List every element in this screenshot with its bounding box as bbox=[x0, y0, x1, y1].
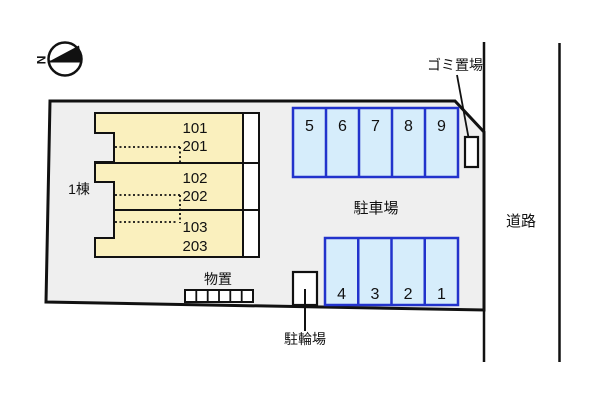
bicycle-parking-label: 駐輪場 bbox=[284, 331, 326, 347]
room-label-202: 202 bbox=[182, 188, 207, 205]
parking-space-4: 4 bbox=[337, 286, 346, 303]
north-arrow: N bbox=[34, 41, 83, 77]
storage-area: 物置 bbox=[184, 271, 254, 303]
room-label-103: 103 bbox=[182, 219, 207, 236]
parking-space-1: 1 bbox=[437, 286, 446, 303]
parking-space-9: 9 bbox=[437, 118, 446, 135]
bicycle-parking-area: 駐輪場 bbox=[284, 270, 326, 347]
garbage-area: ゴミ置場 bbox=[427, 57, 483, 169]
building-name-label: 1棟 bbox=[68, 181, 90, 197]
parking-space-6: 6 bbox=[338, 118, 347, 135]
unit-dotted-lines bbox=[115, 146, 181, 223]
parking-space-2: 2 bbox=[404, 286, 413, 303]
room-label-203: 203 bbox=[182, 238, 207, 255]
building-outline bbox=[94, 112, 244, 258]
room-label-102: 102 bbox=[182, 170, 207, 187]
storage-label: 物置 bbox=[204, 271, 232, 287]
parking-row-top: 5 6 7 8 9 bbox=[291, 106, 460, 179]
parking-lot-label: 駐車場 bbox=[353, 200, 398, 217]
parking-row-bottom: 4 3 2 1 bbox=[323, 236, 460, 307]
garbage-area-box bbox=[463, 135, 480, 169]
building-1: 101 201 102 202 103 203 1棟 bbox=[68, 112, 260, 258]
room-label-201: 201 bbox=[182, 138, 207, 155]
north-label: N bbox=[34, 56, 48, 65]
compass-needle bbox=[49, 45, 82, 62]
parking-space-3: 3 bbox=[370, 286, 379, 303]
balcony-strip bbox=[242, 112, 260, 258]
parking-space-7: 7 bbox=[371, 118, 380, 135]
road-label: 道路 bbox=[506, 213, 536, 230]
parking-space-8: 8 bbox=[404, 118, 413, 135]
garbage-area-label: ゴミ置場 bbox=[427, 57, 483, 73]
parking-row-top-outline bbox=[291, 106, 460, 179]
room-label-101: 101 bbox=[182, 120, 207, 137]
parking-space-5: 5 bbox=[305, 118, 314, 135]
